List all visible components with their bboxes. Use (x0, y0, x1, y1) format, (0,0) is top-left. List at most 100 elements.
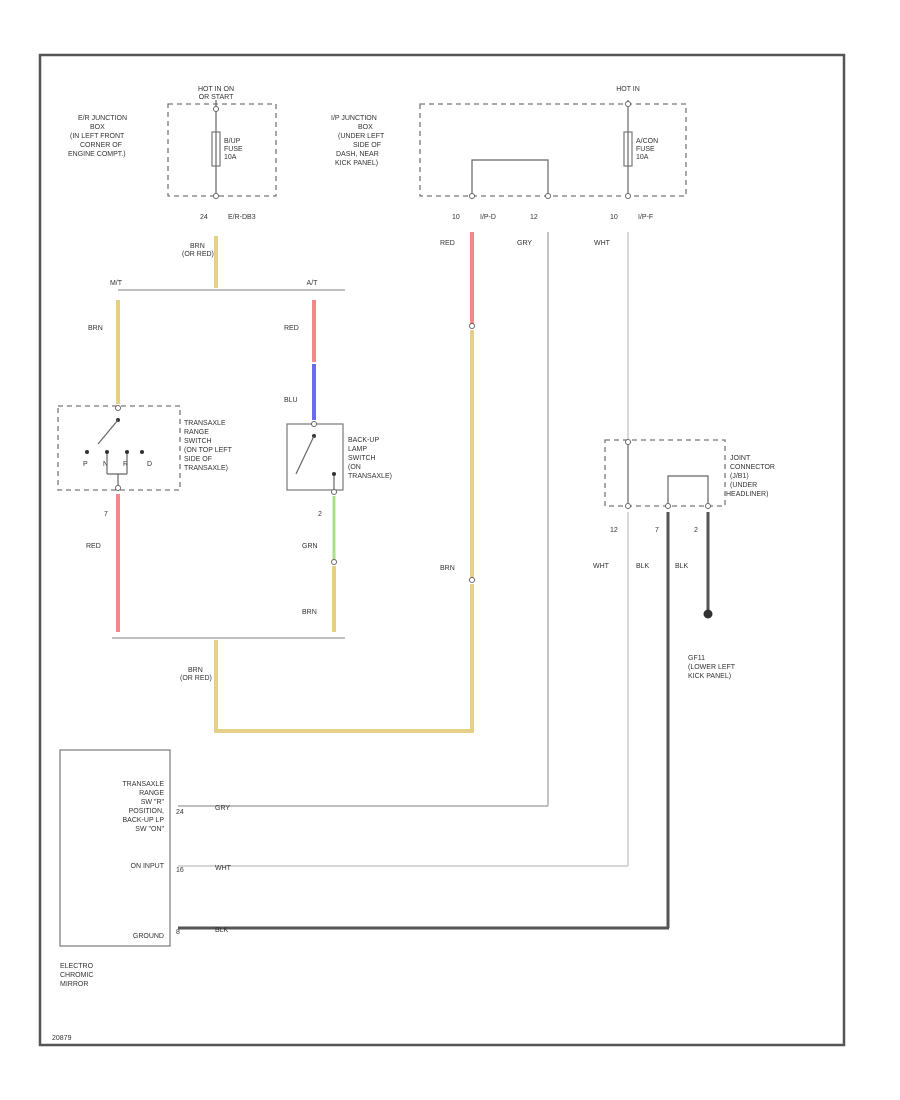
mirror-label-7: ON INPUT (131, 863, 165, 870)
ip-junction-box: HOT IN A/CON FUSE 10A I/P JUNCTION BOX (… (331, 86, 687, 221)
mirror-label-6: SW "ON" (135, 826, 164, 833)
joint-label-2: CONNECTOR (730, 464, 775, 471)
right-fuse-name: A/CON (636, 138, 658, 145)
joint-label-3: (J/B1) (730, 473, 749, 480)
transaxle-label-2: RANGE (184, 429, 209, 436)
backup-lamp-switch: BACK-UP LAMP SWITCH (ON TRANSAXLE) 2 (286, 421, 392, 518)
backup-label-5: TRANSAXLE) (348, 473, 392, 480)
label-brn-transaxle: BRN (88, 325, 103, 332)
label-red-backup: RED (284, 325, 299, 332)
mirror-pin-c: 8 (176, 929, 180, 936)
right-box-label-6: KICK PANEL) (335, 160, 378, 167)
right-pin-b: 12 (530, 214, 538, 221)
branch-at: A/T (307, 280, 319, 287)
label-gry-ip: GRY (517, 240, 532, 247)
joint-connector: JOINT CONNECTOR (J/B1) (UNDER HEADLINER)… (604, 439, 775, 534)
label-wht-joint: WHT (593, 563, 610, 570)
label-brn-feed-2: (OR RED) (182, 251, 214, 258)
label-red-transaxle-out: RED (86, 543, 101, 550)
backup-label-3: SWITCH (348, 455, 376, 462)
left-box-label-4: CORNER OF (80, 142, 122, 149)
connector-pin (625, 503, 631, 509)
mirror-name-3: MIRROR (60, 981, 88, 988)
label-blk-ground: BLK (675, 563, 689, 570)
switch-blade (97, 419, 119, 445)
label-brn-feed-1: BRN (190, 243, 205, 250)
connector-pin (625, 439, 631, 445)
backup-label-4: (ON (348, 464, 361, 471)
pos-r: R (123, 461, 128, 468)
mirror-label-2: RANGE (139, 790, 164, 797)
left-fuse-word: FUSE (224, 146, 243, 153)
transaxle-label-6: TRANSAXLE) (184, 465, 228, 472)
transaxle-switch-outline (57, 405, 181, 491)
joint-pin-b: 7 (655, 527, 659, 534)
connector-pin (545, 193, 551, 199)
transaxle-label-4: (ON TOP LEFT (184, 447, 233, 454)
diagram-footer-code: 20879 (52, 1035, 72, 1042)
label-gry-mirror: GRY (215, 805, 230, 812)
connector-pin (85, 450, 89, 454)
transaxle-label-1: TRANSAXLE (184, 420, 226, 427)
right-fuse-rating: 10A (636, 154, 649, 161)
right-box-label-2: BOX (358, 124, 373, 131)
wire-segment (471, 159, 549, 196)
left-fuse-rating: 10A (224, 154, 237, 161)
left-box-label-1: E/R JUNCTION (78, 115, 127, 122)
fuse-icon (623, 131, 633, 167)
connector-pin (213, 106, 219, 112)
joint-pin-c: 2 (694, 527, 698, 534)
backup-label-2: LAMP (348, 446, 367, 453)
joint-label-4: (UNDER (730, 482, 757, 489)
mirror-pin-b: 16 (176, 867, 184, 874)
left-fuse-pin: 24 (200, 214, 208, 221)
label-brn-ip: BRN (440, 565, 455, 572)
mirror-label-1: TRANSAXLE (122, 781, 164, 788)
label-wht-mirror: WHT (215, 865, 232, 872)
mirror-name-2: CHROMIC (60, 972, 93, 979)
connector-pin (311, 421, 317, 427)
ground-location-1: (LOWER LEFT (688, 664, 736, 671)
pos-p: P (83, 461, 88, 468)
label-red-ip: RED (440, 240, 455, 247)
label-brn-combined-1: BRN (188, 667, 203, 674)
ground-point-icon (703, 609, 713, 619)
backup-switch-blade (295, 435, 315, 475)
mirror-label-3: SW "R" (141, 799, 165, 806)
label-brn-combined-2: (OR RED) (180, 675, 212, 682)
joint-pin-a: 12 (610, 527, 618, 534)
left-fuse-circuit: E/R-DB3 (228, 214, 256, 221)
label-blk-joint: BLK (636, 563, 650, 570)
joint-label-1: JOINT (730, 455, 751, 462)
right-fuse-word: FUSE (636, 146, 655, 153)
left-fuse-supply-2: OR START (199, 94, 234, 101)
left-box-label-5: ENGINE COMPT.) (68, 151, 126, 158)
label-blk-mirror: BLK (215, 927, 229, 934)
mirror-outline (59, 749, 171, 947)
right-box-label-3: (UNDER LEFT (338, 133, 385, 140)
transaxle-label-5: SIDE OF (184, 456, 212, 463)
connector-pin (469, 193, 475, 199)
pos-n: N (103, 461, 108, 468)
ground-name: GF11 (688, 655, 705, 662)
left-fuse-name: B/UP (224, 138, 241, 145)
connector-pin (469, 323, 475, 329)
backup-label-1: BACK-UP (348, 437, 379, 444)
ip-junction-box-outline (419, 103, 687, 197)
right-circuit-a: I/P-D (480, 214, 496, 221)
right-pin-c: 10 (610, 214, 618, 221)
mirror-name-1: ELECTRO (60, 963, 94, 970)
connector-pin (665, 503, 671, 509)
right-box-label-4: SIDE OF (353, 142, 381, 149)
joint-connector-outline (604, 439, 726, 507)
mirror-pin-a: 24 (176, 809, 184, 816)
mirror-label-8: GROUND (133, 933, 164, 940)
connector-pin (625, 101, 631, 107)
branch-mt: M/T (110, 280, 123, 287)
connector-pin (105, 450, 109, 454)
connector-pin (115, 405, 121, 411)
label-blu-backup: BLU (284, 397, 298, 404)
connector-pin (125, 450, 129, 454)
right-box-label-1: I/P JUNCTION (331, 115, 377, 122)
